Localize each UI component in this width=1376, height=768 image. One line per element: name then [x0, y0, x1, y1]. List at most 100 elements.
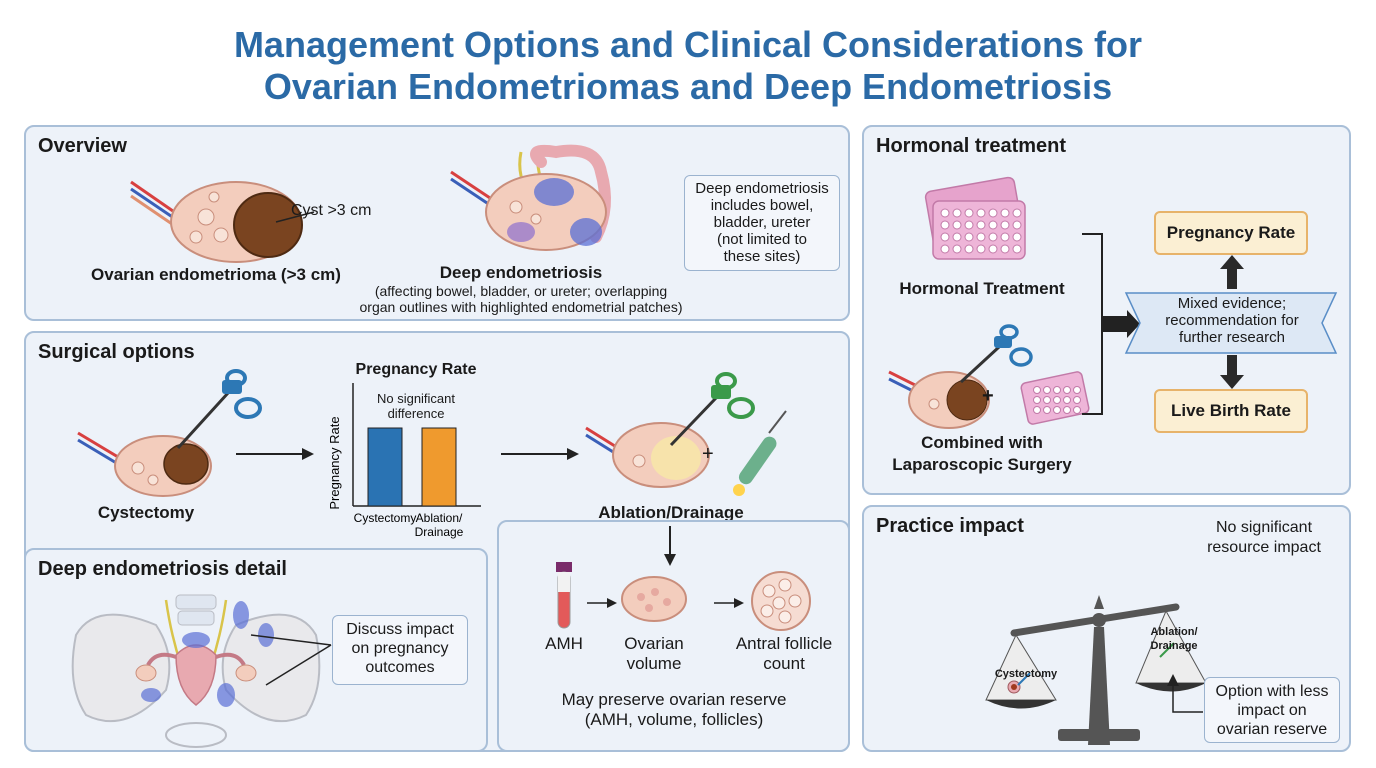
note-line: bladder, ureter	[713, 214, 811, 231]
practice-panel: Practice impact No significant resource …	[862, 505, 1351, 752]
deep-caption-line-2: organ outlines with highlighted endometr…	[359, 299, 683, 315]
note-line: Deep endometriosis	[695, 180, 829, 197]
pill-dot	[1063, 386, 1071, 394]
pill-dot	[1000, 244, 1010, 254]
pill-dot	[1000, 220, 1010, 230]
pill-dot	[952, 232, 962, 242]
evidence-line: Mixed evidence;	[1177, 295, 1287, 312]
ovarian-reserve-pointer	[1167, 674, 1203, 713]
note-line: these sites)	[723, 248, 801, 265]
deep-detail-heading: Deep endometriosis detail	[38, 558, 287, 580]
surgical-heading: Surgical options	[38, 341, 195, 363]
bar-category-label: Ablation/	[416, 511, 463, 525]
combined-plus: +	[982, 385, 994, 407]
pill-dot	[964, 244, 974, 254]
pill-dot	[1033, 396, 1041, 404]
note-line: ovarian reserve	[1216, 721, 1328, 738]
arrow-to-chart	[236, 448, 314, 460]
note-line: outcomes	[365, 659, 435, 676]
pill-dot	[976, 232, 986, 242]
ablation-label: Ablation/Drainage	[598, 503, 744, 522]
pill-dot	[940, 220, 950, 230]
merge-bracket	[1082, 233, 1140, 415]
pill-dot	[940, 232, 950, 242]
note-line: includes bowel,	[710, 197, 814, 214]
preserve-line-2: (AMH, volume, follicles)	[584, 710, 764, 729]
overview-heading: Overview	[38, 135, 127, 157]
balance-scale	[985, 595, 1207, 745]
combined-illustration	[888, 324, 1090, 429]
page-title: Management Options and Clinical Consider…	[0, 24, 1376, 108]
down-arrow-hormonal	[1220, 355, 1244, 389]
pill-dot	[988, 208, 998, 218]
pelvis-illustration	[71, 594, 321, 748]
hormonal-panel: Hormonal treatment Hormonal Treatment + …	[862, 125, 1351, 495]
pill-dot	[1063, 396, 1071, 404]
deep-caption-line-1: (affecting bowel, bladder, or ureter; ov…	[374, 283, 668, 299]
title-line-1: Management Options and Clinical Consider…	[233, 24, 1143, 65]
pill-dot	[940, 208, 950, 218]
cystectomy-pan-label: Cystectomy	[994, 668, 1058, 680]
overview-panel: Overview Cyst >3 cm Ovarian endometrioma…	[24, 125, 850, 321]
endometrioma-label: Ovarian endometrioma (>3 cm)	[91, 265, 341, 284]
pill-dot	[964, 208, 974, 218]
pill-dot	[976, 220, 986, 230]
arrow-amh-ovary	[587, 598, 617, 608]
pill-dot	[1043, 386, 1051, 394]
preserve-line-1: May preserve ovarian reserve	[561, 690, 787, 709]
pill-dot	[988, 220, 998, 230]
pill-dot	[1012, 232, 1022, 242]
ablation-pan-label-2: Drainage	[1150, 640, 1198, 652]
amh-tube-icon	[556, 562, 572, 629]
pill-dot	[976, 244, 986, 254]
deep-sites-note: Deep endometriosis includes bowel, bladd…	[684, 175, 840, 271]
evidence-text: Mixed evidence; recommendation for furth…	[1142, 295, 1322, 346]
pill-pack-icon	[924, 176, 1026, 260]
pregnancy-impact-note: Discuss impact on pregnancy outcomes	[332, 615, 468, 685]
pill-dot	[964, 232, 974, 242]
bar-category-label: Drainage	[415, 525, 464, 539]
ovarian-reserve-panel: AMH Ovarian volume Antral follicle count…	[497, 520, 850, 752]
pill-dot	[952, 220, 962, 230]
up-arrow	[1220, 255, 1244, 289]
evidence-line: recommendation for	[1165, 312, 1299, 329]
note-line: on pregnancy	[351, 640, 449, 657]
chart-annotation-line-2: difference	[387, 406, 445, 421]
pointer-lines	[250, 634, 332, 686]
pill-dot	[1000, 232, 1010, 242]
pill-dot	[988, 232, 998, 242]
hormonal-heading: Hormonal treatment	[876, 135, 1067, 157]
ablation-plus: +	[702, 443, 714, 465]
amh-label: AMH	[545, 634, 583, 653]
pill-dot	[1012, 220, 1022, 230]
resource-line-2: resource impact	[1207, 539, 1321, 556]
pregnancy-rate-badge: Pregnancy Rate	[1154, 211, 1308, 255]
pill-dot	[940, 244, 950, 254]
live-birth-rate-badge: Live Birth Rate	[1154, 389, 1308, 433]
pill-dot	[1073, 406, 1081, 414]
antral-follicle-label-2: count	[763, 654, 805, 673]
pill-dot	[1053, 396, 1061, 404]
pill-dot	[1033, 386, 1041, 394]
bar-1	[421, 427, 457, 507]
note-line: Option with less	[1215, 683, 1329, 700]
title-line-2: Ovarian Endometriomas and Deep Endometri…	[263, 66, 1113, 107]
note-line: (not limited to	[716, 231, 808, 248]
pill-dot	[1053, 406, 1061, 414]
ovarian-volume-label-1: Ovarian	[624, 634, 684, 653]
combined-label-2: Laparoscopic Surgery	[892, 455, 1072, 474]
pill-dot	[1012, 244, 1022, 254]
note-line: impact on	[1237, 702, 1307, 719]
deep-endometriosis-illustration	[450, 144, 611, 251]
less-impact-note: Option with less impact on ovarian reser…	[1204, 677, 1340, 743]
ovarian-volume-label-2: volume	[626, 654, 682, 673]
ovary-cyst-illustration	[130, 180, 315, 263]
antral-follicle-label-1: Antral follicle	[735, 634, 833, 653]
hormonal-treatment-label: Hormonal Treatment	[899, 279, 1065, 298]
chart-y-axis-label: Pregnancy Rate	[327, 416, 342, 509]
pill-dot	[976, 208, 986, 218]
pill-dot	[1000, 208, 1010, 218]
chart-annotation-line-1: No significant	[376, 391, 456, 406]
evidence-line: further research	[1179, 329, 1285, 346]
